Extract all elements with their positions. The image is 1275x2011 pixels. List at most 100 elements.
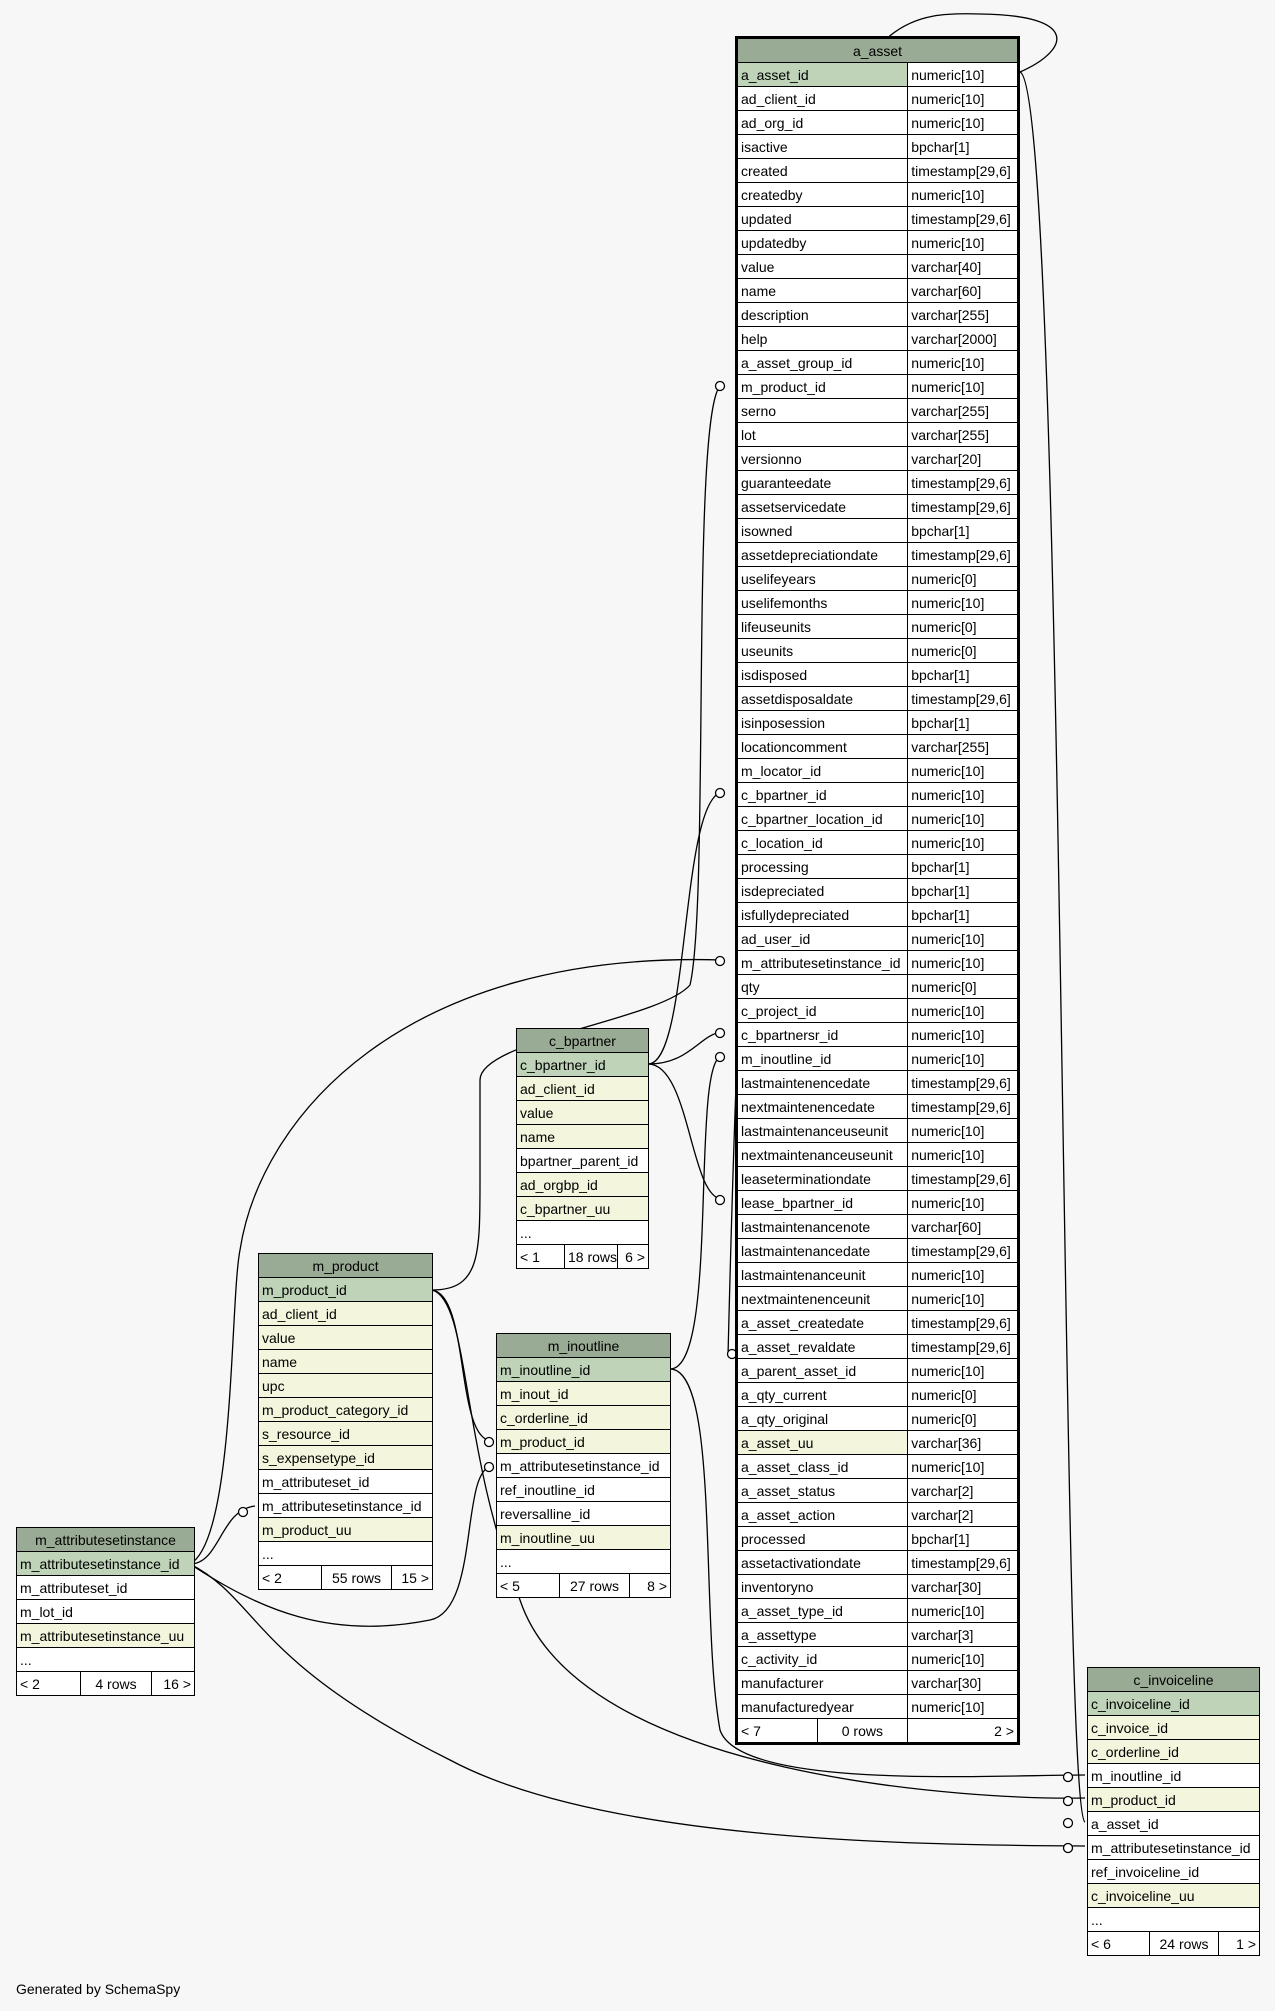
table-row[interactable]: reversalline_id — [496, 1501, 671, 1526]
table-row[interactable]: bpartner_parent_id — [515, 1148, 650, 1173]
table-row[interactable]: m_inoutline_id — [1086, 1763, 1261, 1788]
footer-prev-link[interactable]: < 1 — [516, 1244, 565, 1269]
table-row[interactable]: c_orderline_id — [496, 1405, 671, 1430]
table-row[interactable]: c_invoiceline_uu — [1086, 1883, 1261, 1908]
footer-prev-link[interactable]: < 2 — [16, 1671, 81, 1696]
footer-next-link[interactable]: 16 > — [150, 1671, 196, 1696]
table-row[interactable]: a_asset_id — [1086, 1811, 1261, 1836]
table-row[interactable]: name — [515, 1124, 650, 1149]
table-row[interactable]: value — [257, 1325, 434, 1350]
table-row[interactable]: ... — [515, 1220, 650, 1245]
footer-next-link[interactable]: 6 > — [616, 1244, 650, 1269]
table-row[interactable]: c_invoice_id — [1086, 1715, 1261, 1740]
footer-next-link[interactable]: 1 > — [1217, 1931, 1261, 1956]
table-row[interactable]: c_bpartner_id — [515, 1052, 650, 1077]
table-row[interactable]: upc — [257, 1373, 434, 1398]
table-row[interactable]: m_attributesetinstance_id — [496, 1453, 671, 1478]
table-header[interactable]: m_product — [257, 1253, 434, 1278]
table-row[interactable]: m_inoutline_uu — [496, 1525, 671, 1550]
table-row[interactable]: ad_client_id — [257, 1301, 434, 1326]
table-row[interactable]: value — [515, 1100, 650, 1125]
table-row[interactable]: m_product_category_id — [257, 1397, 434, 1422]
table-row[interactable]: s_resource_id — [257, 1421, 434, 1446]
table-row[interactable]: m_attributeset_id — [257, 1469, 434, 1494]
table-row[interactable]: c_orderline_id — [1086, 1739, 1261, 1764]
table-row[interactable]: m_product_uu — [257, 1517, 434, 1542]
footer-prev-link[interactable]: < 6 — [1087, 1931, 1150, 1956]
footer-next-link[interactable]: 8 > — [629, 1573, 671, 1598]
table-row[interactable]: m_product_id — [1086, 1787, 1261, 1812]
table-row[interactable]: ... — [15, 1647, 196, 1672]
table-row[interactable]: ... — [1086, 1907, 1261, 1932]
table-header[interactable]: a_asset — [736, 37, 1019, 63]
table-header[interactable]: c_bpartner — [515, 1028, 650, 1053]
table-row[interactable]: m_lot_id — [15, 1599, 196, 1624]
table-row[interactable]: name — [257, 1349, 434, 1374]
table-row[interactable]: ad_client_id — [515, 1076, 650, 1101]
footer-prev-link[interactable]: < 5 — [496, 1573, 560, 1598]
table-row[interactable]: ref_invoiceline_id — [1086, 1859, 1261, 1884]
footer-prev-link[interactable]: < 2 — [258, 1565, 322, 1590]
table-row[interactable]: m_attributesetinstance_id — [1086, 1835, 1261, 1860]
table-row[interactable]: c_invoiceline_id — [1086, 1691, 1261, 1716]
table-header[interactable]: m_attributesetinstance — [15, 1527, 196, 1552]
footer-next-link[interactable]: 2 > — [907, 1718, 1019, 1744]
footer-next-link[interactable]: 15 > — [390, 1565, 434, 1590]
table-row[interactable]: ... — [257, 1541, 434, 1566]
table-row[interactable]: m_attributesetinstance_id — [15, 1551, 196, 1576]
table-row[interactable]: m_product_id — [496, 1429, 671, 1454]
table-row[interactable]: m_product_id — [257, 1277, 434, 1302]
footer-prev-link[interactable]: < 7 — [736, 1718, 818, 1744]
